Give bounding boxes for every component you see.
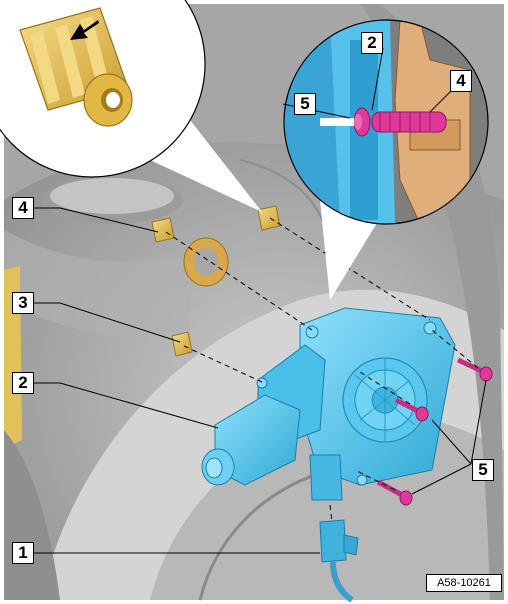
callout-4-detail: 4 (450, 70, 472, 92)
callout-2-detail: 2 (361, 32, 383, 54)
callout-5: 5 (472, 459, 494, 481)
reference-code: A58-10261 (426, 574, 502, 592)
arrow-pointer-icon (70, 20, 99, 40)
callout-5-detail: 5 (294, 93, 316, 115)
callout-1: 1 (12, 542, 34, 564)
electrical-connector (319, 519, 359, 603)
leader-lines (34, 47, 487, 554)
assembly-guide-lines (165, 217, 479, 523)
callout-4: 4 (12, 197, 34, 219)
rubber-bushings (151, 205, 281, 357)
callout-2: 2 (12, 372, 34, 394)
zoom-detail-bushing (0, 0, 262, 212)
window-motor (201, 307, 456, 501)
callout-3: 3 (12, 292, 34, 314)
mounting-screws (376, 357, 493, 506)
zoom-detail-screw (283, 19, 489, 300)
